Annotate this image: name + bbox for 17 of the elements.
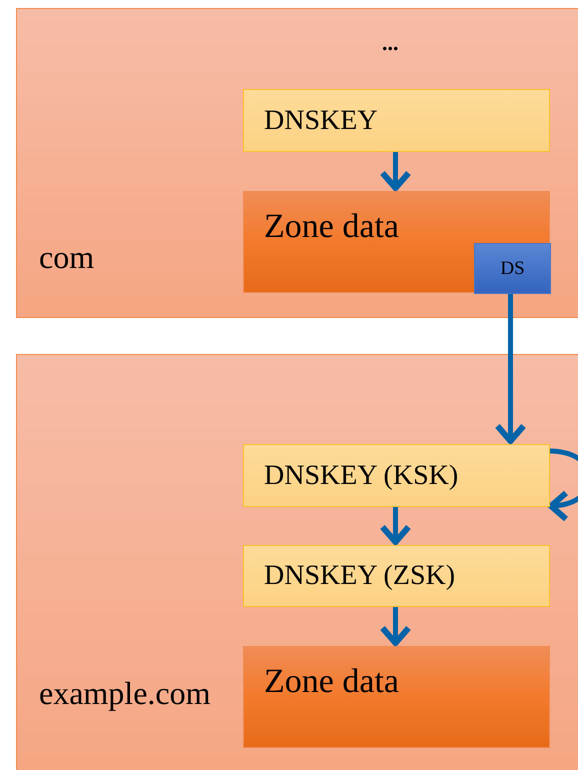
zone-panel bbox=[16, 354, 578, 770]
arrow bbox=[494, 292, 526, 444]
zone-name: example.com bbox=[39, 675, 210, 712]
arrow bbox=[380, 606, 412, 646]
zone-data-label: Zone data bbox=[264, 208, 399, 245]
ellipsis-text: ... bbox=[382, 30, 398, 56]
zone-data-box bbox=[243, 191, 550, 293]
zone-panel bbox=[16, 8, 578, 318]
ds-record-box: DS bbox=[474, 243, 551, 294]
zone-name: com bbox=[39, 239, 94, 276]
zone-data-box: Zone data bbox=[243, 646, 550, 748]
key-record-box: DNSKEY (KSK) bbox=[243, 444, 550, 507]
arrow bbox=[380, 506, 412, 545]
loop-arrow bbox=[548, 448, 578, 520]
key-record-box: DNSKEY bbox=[243, 89, 550, 152]
key-record-box: DNSKEY (ZSK) bbox=[243, 545, 550, 607]
arrow bbox=[380, 151, 412, 191]
